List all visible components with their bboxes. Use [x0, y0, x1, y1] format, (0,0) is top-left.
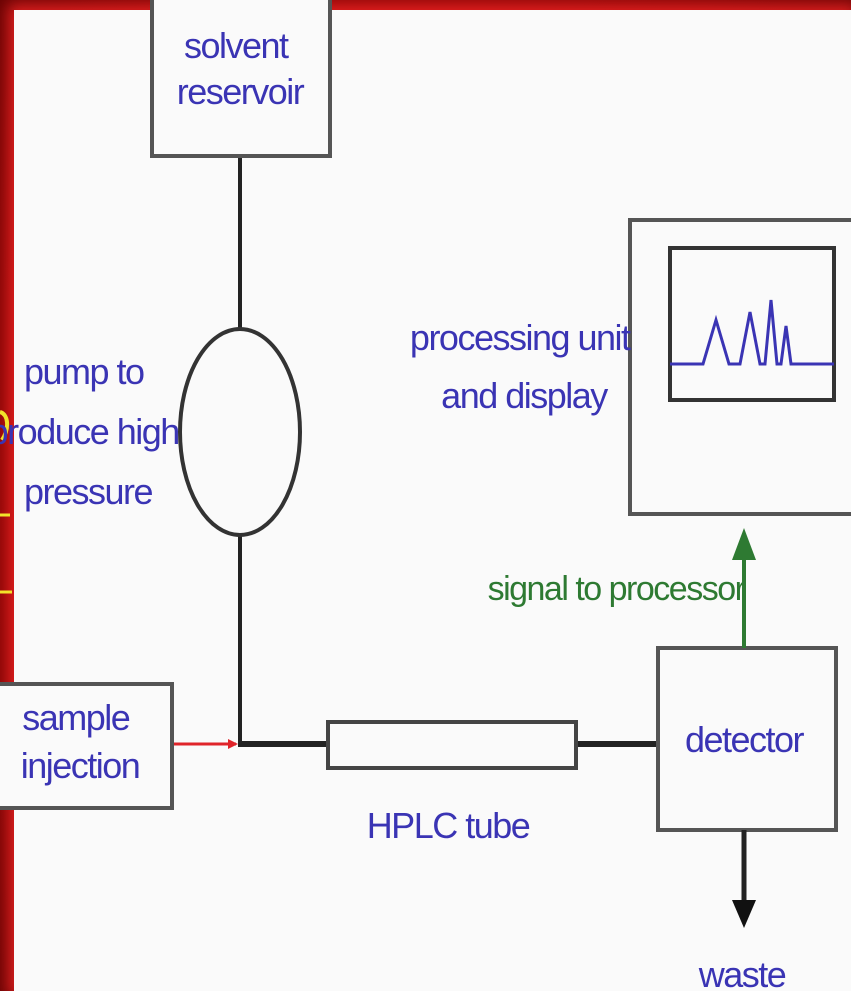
solvent-reservoir-box [150, 0, 332, 158]
pump-label: pump to produce high pressure [0, 351, 187, 512]
detector-box [656, 646, 838, 832]
hplc-tube-label: HPLC tube [367, 805, 530, 846]
circle-pump-icon [178, 327, 302, 537]
detector-label: detector [685, 719, 805, 760]
chromatogram-peaks-icon [670, 299, 834, 366]
hplc-tube [326, 720, 578, 770]
signal-arrowhead [732, 528, 756, 560]
signal-label: signal to processor [488, 570, 746, 608]
processing-unit-label: processing unit and display [410, 317, 638, 416]
waste-label: waste [698, 954, 786, 991]
solvent-reservoir-label: solvent reservoir [177, 25, 305, 112]
edge-fragment-yellow [0, 410, 9, 442]
waste-arrowhead [732, 900, 756, 928]
sample-injection-box [0, 682, 174, 810]
sample-injection-label: sample injection [21, 697, 140, 786]
